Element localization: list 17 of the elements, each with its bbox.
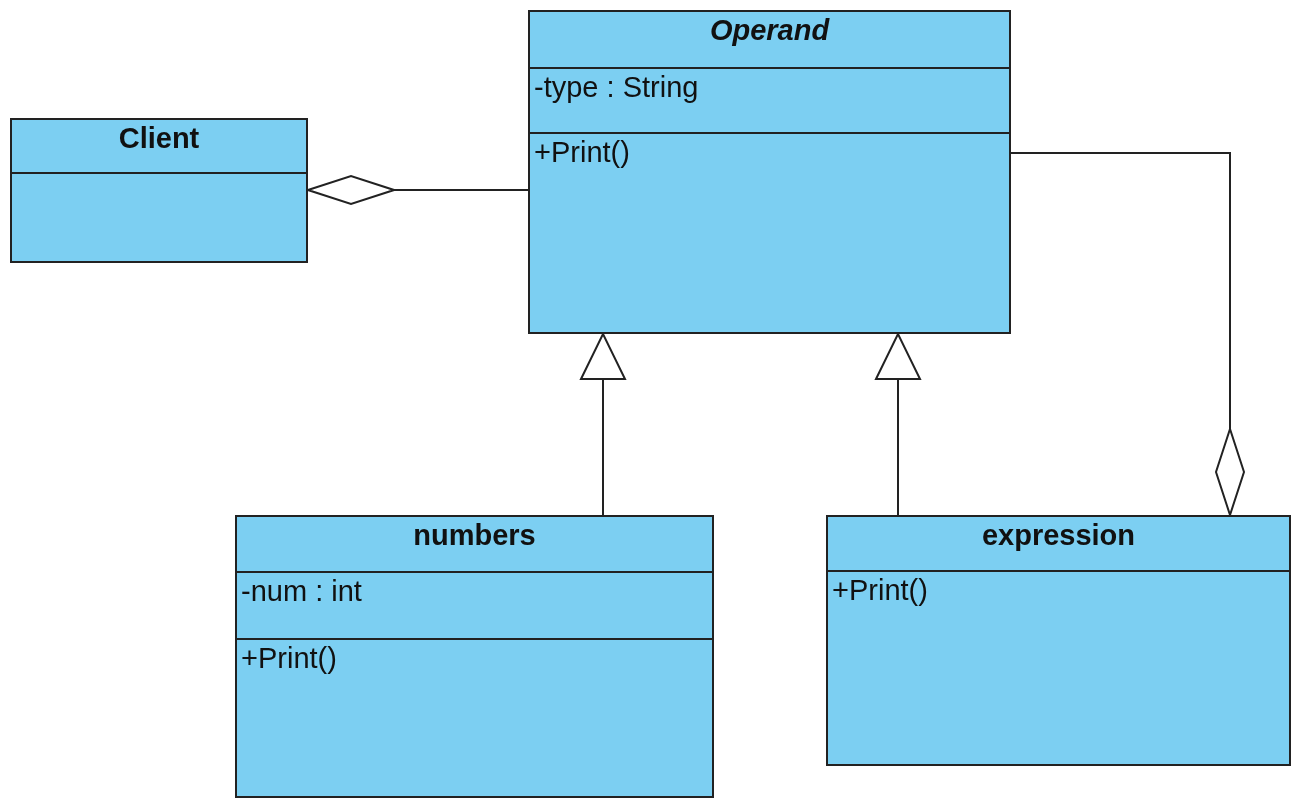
class-method: +Print() (832, 574, 928, 607)
uml-class-box (10, 118, 308, 263)
class-name: Client (118, 122, 200, 155)
uml-class-box (826, 515, 1291, 766)
class-method: +Print() (534, 136, 630, 169)
generalization-arrow (875, 333, 921, 516)
aggregation-connector (307, 175, 529, 205)
class-name: Operand (709, 14, 830, 47)
aggregation-connector (1010, 152, 1245, 516)
class-attribute: -type : String (534, 71, 699, 104)
class-name: expression (981, 519, 1136, 552)
class-name: numbers (413, 519, 536, 552)
uml-class-box (528, 10, 1011, 334)
generalization-arrow (580, 333, 626, 516)
class-method: +Print() (241, 642, 337, 675)
class-attribute: -num : int (241, 575, 362, 608)
uml-class-box (235, 515, 714, 798)
